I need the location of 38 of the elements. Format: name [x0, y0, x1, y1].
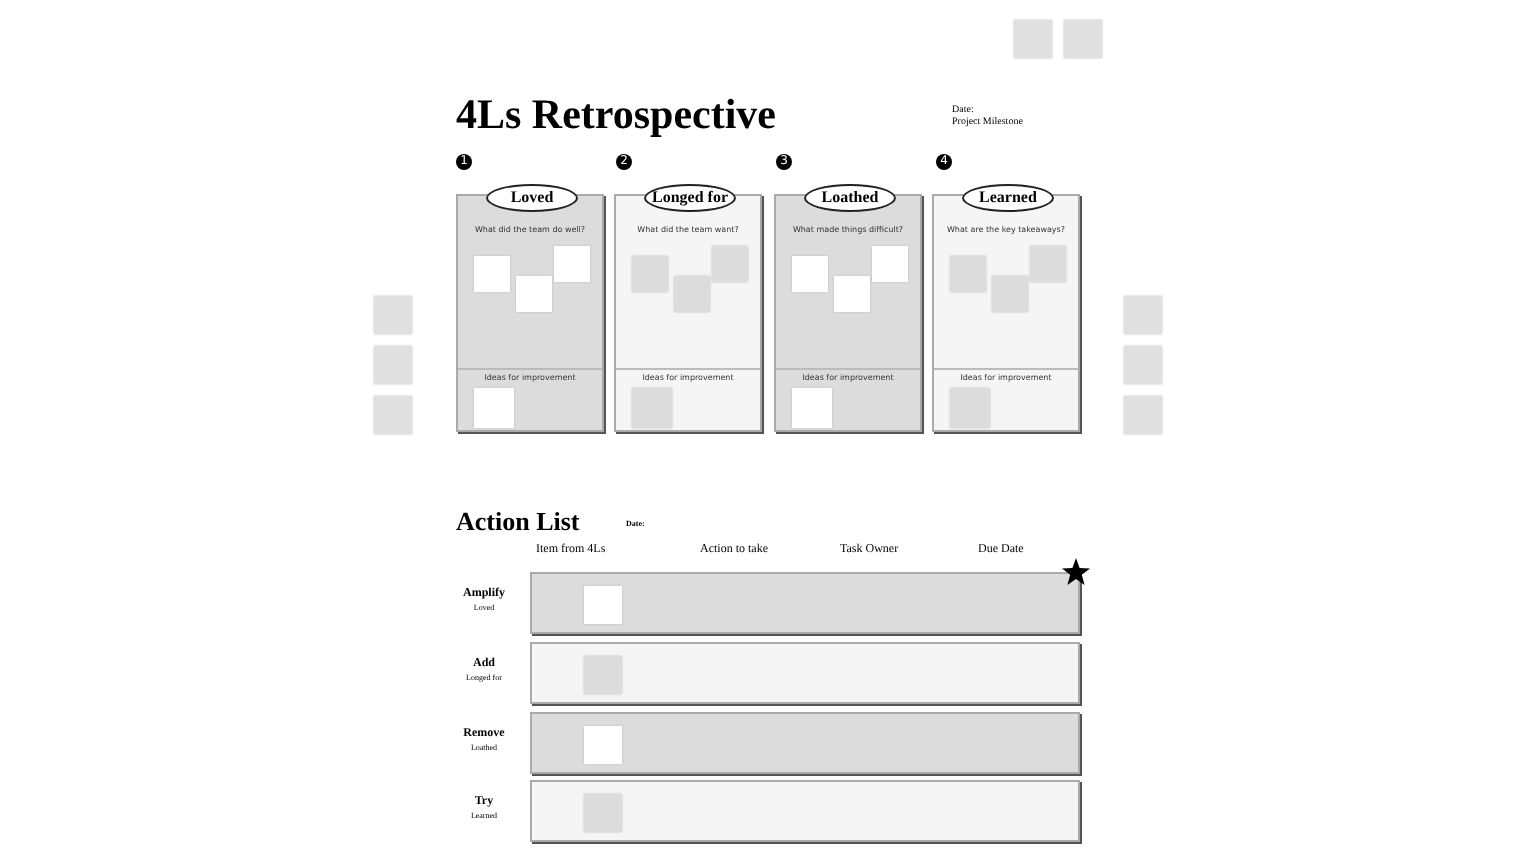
sticky-note: [632, 256, 668, 292]
action-row: [530, 780, 1080, 842]
action-row: [530, 572, 1080, 634]
sticky-note: [554, 246, 590, 282]
sticky-note: [1064, 20, 1102, 58]
sticky-note: [584, 656, 622, 694]
sticky-note: [1030, 246, 1066, 282]
sticky-note: [374, 346, 412, 384]
category-heading: Loathed: [804, 184, 896, 212]
sticky-note: [992, 276, 1028, 312]
sticky-note: [1014, 20, 1052, 58]
sticky-note: [792, 388, 832, 428]
sticky-note: [1124, 346, 1162, 384]
title: 4Ls Retrospective: [456, 90, 776, 140]
sticky-note: [374, 296, 412, 334]
sticky-note: [712, 246, 748, 282]
sticky-note: [632, 388, 672, 428]
sticky-note: [1124, 396, 1162, 434]
action-row: [530, 712, 1080, 774]
action-row: [530, 642, 1080, 704]
category-heading: Longed for: [644, 184, 736, 212]
sticky-note: [516, 276, 552, 312]
section-title: Action List: [456, 506, 580, 538]
sticky-note: [584, 586, 622, 624]
sticky-note: [584, 726, 622, 764]
sticky-note: [950, 256, 986, 292]
sticky-note: [474, 388, 514, 428]
category-heading: Learned: [962, 184, 1054, 212]
sticky-note: [374, 396, 412, 434]
sticky-note: [792, 256, 828, 292]
sticky-note: [674, 276, 710, 312]
sticky-note: [1124, 296, 1162, 334]
sticky-note: [872, 246, 908, 282]
sticky-note: [834, 276, 870, 312]
sticky-note: [474, 256, 510, 292]
category-heading: Loved: [486, 184, 578, 212]
sticky-note: [950, 388, 990, 428]
sticky-note: [584, 794, 622, 832]
